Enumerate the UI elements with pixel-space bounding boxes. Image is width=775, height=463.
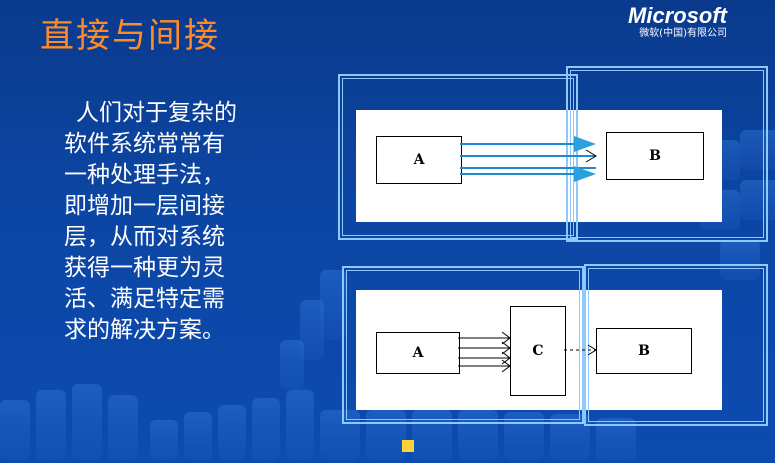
- box-b[interactable]: B: [596, 328, 692, 374]
- box-a-label: A: [413, 152, 425, 168]
- box-a-label: A: [412, 345, 424, 361]
- slide-title: 直接与间接: [40, 16, 220, 56]
- body-line: 即增加一层间接: [64, 193, 225, 219]
- body-paragraph: 人们对于复杂的 软件系统常常有 一种处理手法， 即增加一层间接 层，从而对系统 …: [64, 98, 304, 346]
- body-line: 获得一种更为灵: [64, 255, 225, 281]
- body-line: 人们对于复杂的: [76, 100, 237, 126]
- box-b-label: B: [649, 148, 661, 164]
- logo-wordmark: Microsoft: [628, 3, 727, 28]
- box-b[interactable]: B: [606, 132, 704, 180]
- body-line: 求的解决方案。: [64, 317, 225, 343]
- body-line: 活、满足特定需: [64, 286, 225, 312]
- indirect-diagram: A C B: [338, 262, 770, 426]
- body-line: 层，从而对系统: [64, 224, 225, 250]
- box-c-label: C: [532, 343, 544, 359]
- box-a[interactable]: A: [376, 136, 462, 184]
- direct-arrows: [460, 136, 597, 182]
- indirect-arrows: [458, 331, 597, 373]
- logo-subtitle: 微软(中国)有限公司: [639, 28, 727, 39]
- direct-diagram: A B: [338, 66, 770, 244]
- box-a[interactable]: A: [376, 332, 460, 374]
- selection-frame-right[interactable]: [566, 66, 768, 242]
- box-c[interactable]: C: [510, 306, 566, 396]
- box-b-label: B: [638, 343, 650, 359]
- microsoft-logo: Microsoft 微软(中国)有限公司: [628, 4, 727, 40]
- selection-frame-left[interactable]: [342, 266, 584, 424]
- body-line: 一种处理手法，: [64, 162, 225, 188]
- body-line: 软件系统常常有: [64, 131, 225, 157]
